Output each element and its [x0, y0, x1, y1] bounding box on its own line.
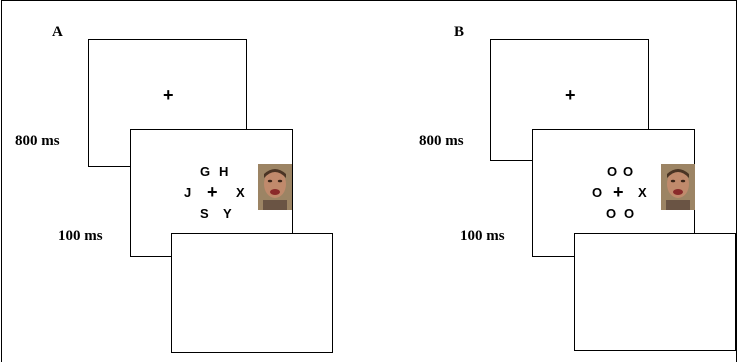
letter-bottom-right: O [624, 206, 635, 221]
timing-fixation-label: 800 ms [15, 133, 60, 149]
fixation-cross: + [565, 85, 576, 105]
panel-b-label: B [454, 24, 465, 40]
letter-bottom-left: S [200, 206, 209, 221]
timing-stimulus-label: 100 ms [460, 228, 505, 244]
letter-top-right: O [623, 164, 634, 179]
letter-top-left: O [607, 164, 618, 179]
face-distractor-photo [661, 164, 695, 210]
timing-stimulus-label: 100 ms [58, 228, 103, 244]
blank-screen [574, 233, 736, 351]
letter-right-target: X [236, 185, 245, 200]
center-fixation: + [613, 182, 624, 202]
letter-bottom-left: O [606, 206, 617, 221]
letter-left: O [592, 185, 603, 200]
letter-bottom-right: Y [223, 206, 232, 221]
face-distractor-photo [258, 164, 292, 210]
panel-b: B + 800 ms O O O + X O O 100 ms [368, 0, 738, 363]
fixation-cross: + [163, 85, 174, 105]
panel-a-label: A [52, 24, 63, 40]
letter-right-target: X [638, 185, 647, 200]
blank-screen [171, 233, 333, 353]
letter-top-right: H [219, 164, 229, 179]
panel-a: A + 800 ms G H J + X S Y 100 ms [15, 24, 333, 353]
letter-left: J [184, 185, 192, 200]
letter-top-left: G [200, 164, 211, 179]
timing-fixation-label: 800 ms [419, 133, 464, 149]
center-fixation: + [207, 182, 218, 202]
